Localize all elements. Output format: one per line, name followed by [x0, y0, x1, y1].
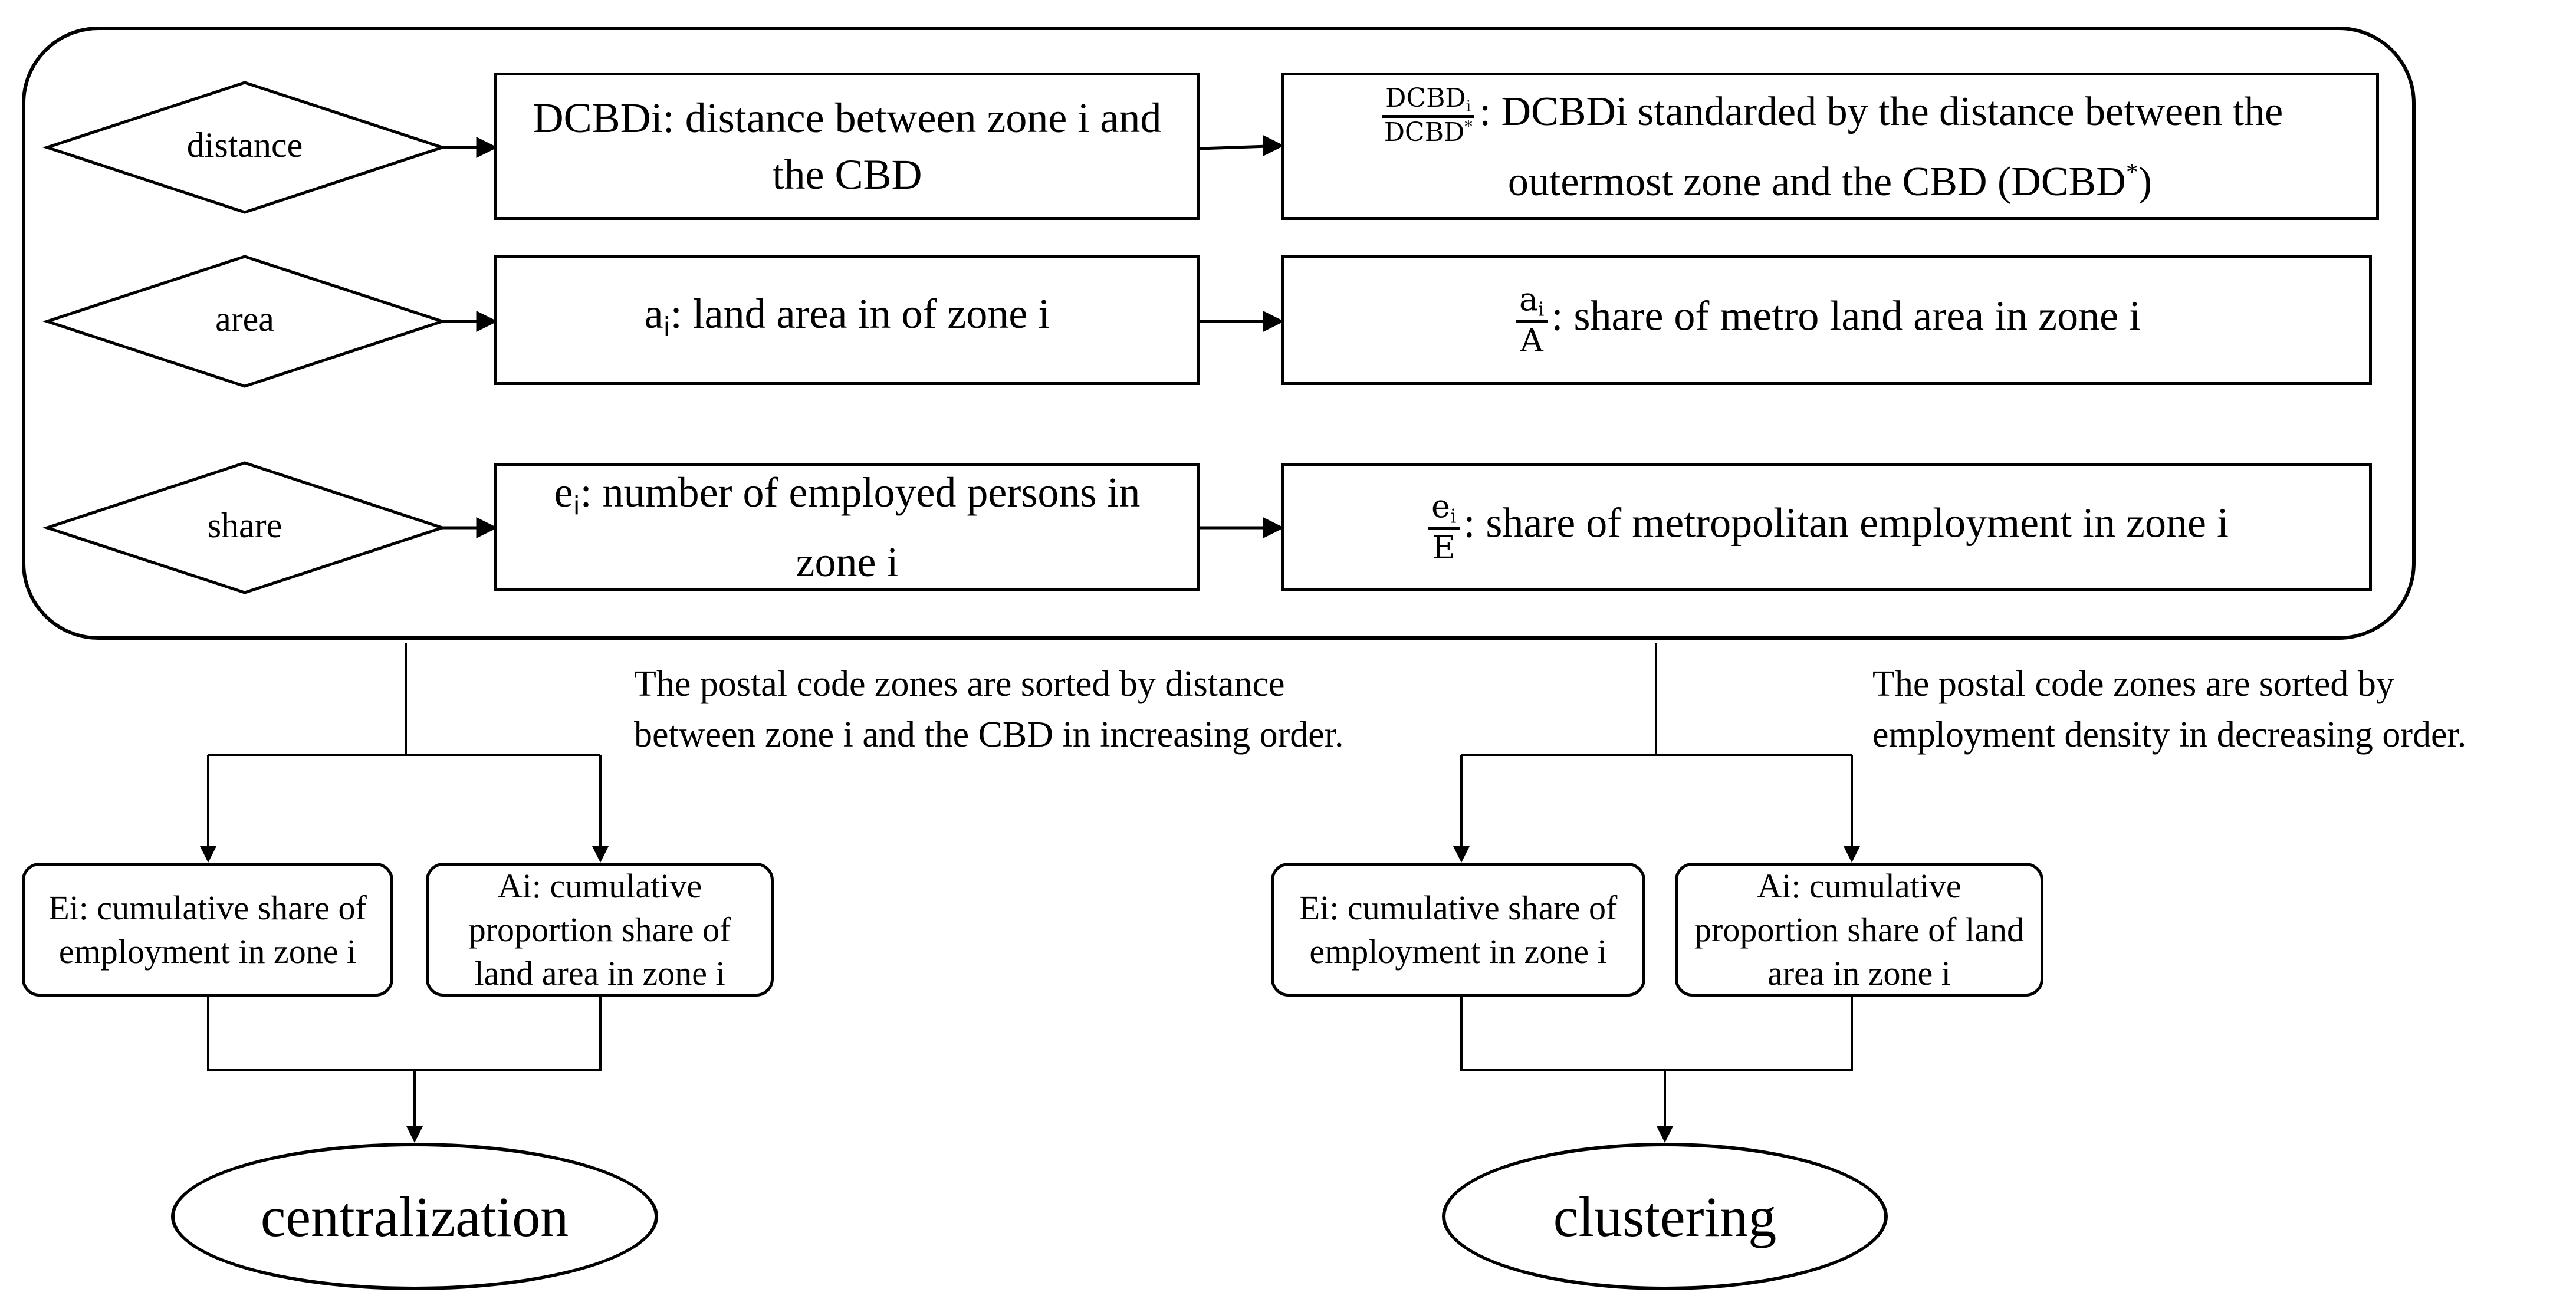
- arrowhead: [1453, 846, 1470, 863]
- standardized-distance-definition: DCBDi DCBD* : DCBDi standarded by the di…: [1296, 84, 2364, 208]
- clustering-sort-note: The postal code zones are sorted by empl…: [1872, 664, 2467, 755]
- centralization-ellipse: centralization: [171, 1143, 658, 1290]
- arrowhead: [1844, 846, 1860, 863]
- arrowhead: [1263, 310, 1284, 333]
- left-cumulative-employment-text: Ei: cumulative share of employment in zo…: [48, 888, 367, 971]
- centralization-label: centralization: [260, 1185, 569, 1248]
- arrowhead: [476, 310, 498, 333]
- connector-right-merge: [1460, 997, 1853, 1071]
- clustering-label: clustering: [1553, 1185, 1777, 1248]
- land-area-box: ai: land area in of zone i: [494, 255, 1200, 385]
- clustering-ellipse: clustering: [1442, 1143, 1888, 1290]
- share-employment-box: ei E : share of metropolitan employment …: [1281, 463, 2372, 591]
- right-cumulative-land-box: Ai: cumulative proportion share of land …: [1675, 863, 2043, 997]
- connector-left-merge: [207, 997, 602, 1071]
- share-land-area-definition: ai A : share of metro land area in zone …: [1512, 282, 2141, 359]
- measures-frame: [22, 27, 2416, 640]
- arrowhead: [406, 1126, 423, 1143]
- employment-ratio: ei E: [1428, 489, 1460, 565]
- share-label: share: [207, 506, 282, 545]
- dcbd-ratio: DCBDi DCBD*: [1381, 84, 1476, 147]
- left-cumulative-land-box: Ai: cumulative proportion share of land …: [426, 863, 774, 997]
- standardized-distance-box: DCBDi DCBD* : DCBDi standarded by the di…: [1281, 73, 2379, 220]
- centralization-sort-note: The postal code zones are sorted by dist…: [634, 664, 1344, 755]
- land-area-definition: ai: land area in of zone i: [644, 290, 1050, 342]
- dcbd-box: DCBDi: distance between zone i and the C…: [494, 73, 1200, 220]
- arrowhead: [1263, 517, 1284, 539]
- arrowhead: [1657, 1126, 1673, 1143]
- arrowhead: [476, 136, 498, 159]
- arrowhead: [592, 846, 609, 863]
- right-cumulative-employment-box: Ei: cumulative share of employment in zo…: [1271, 863, 1645, 997]
- employed-persons-definition: ei: number of employed persons in zone i: [554, 468, 1141, 586]
- dcbd-definition: DCBDi: distance between zone i and the C…: [533, 94, 1162, 198]
- arrowhead: [200, 846, 216, 863]
- area-label: area: [215, 300, 274, 338]
- share-land-area-box: ai A : share of metro land area in zone …: [1281, 255, 2372, 385]
- area-ratio: ai A: [1515, 282, 1548, 359]
- share-employment-definition: ei E : share of metropolitan employment …: [1424, 489, 2229, 565]
- arrowhead: [1263, 134, 1284, 157]
- right-cumulative-land-text: Ai: cumulative proportion share of land …: [1694, 866, 2024, 992]
- right-cumulative-employment-text: Ei: cumulative share of employment in zo…: [1299, 888, 1618, 971]
- left-cumulative-land-text: Ai: cumulative proportion share of land …: [468, 866, 731, 992]
- left-cumulative-employment-box: Ei: cumulative share of employment in zo…: [22, 863, 393, 997]
- arrow-dcbd-to-standard: [1200, 144, 1269, 150]
- arrowhead: [476, 517, 498, 539]
- distance-label: distance: [186, 126, 303, 165]
- employed-persons-box: ei: number of employed persons in zone i: [494, 463, 1200, 591]
